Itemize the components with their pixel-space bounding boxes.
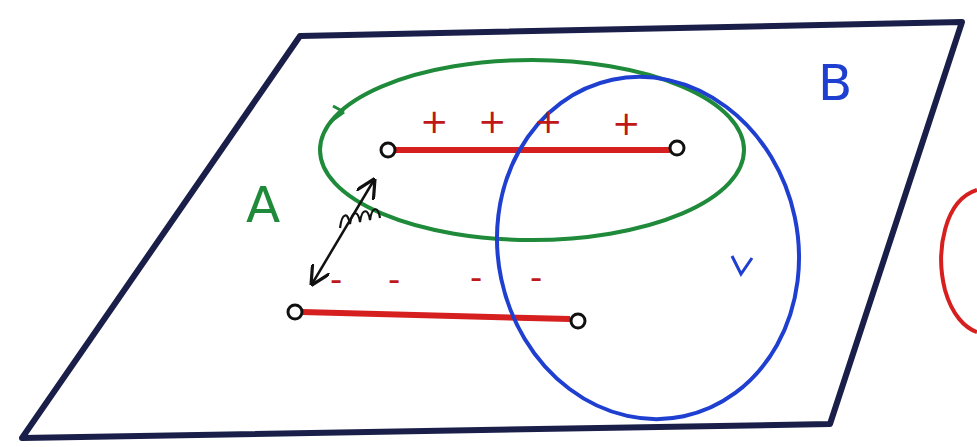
charge-sign: - xyxy=(330,262,342,296)
loop-a xyxy=(320,60,744,240)
positive-wire xyxy=(394,147,670,153)
partial-loop xyxy=(941,190,977,332)
charge-sign: + xyxy=(612,106,641,140)
negative-wire xyxy=(302,312,570,319)
charge-sign: - xyxy=(470,260,482,294)
loop-a-arrow xyxy=(330,106,344,122)
charge-sign: + xyxy=(478,104,507,138)
charge-sign: + xyxy=(534,104,563,138)
wire-end xyxy=(288,305,302,319)
loop-b xyxy=(466,49,831,447)
loop-label: B xyxy=(818,58,852,108)
charge-sign: - xyxy=(388,262,400,296)
charge-sign: + xyxy=(420,104,449,138)
loop-label: A xyxy=(246,180,280,230)
spring-symbol xyxy=(340,209,380,228)
charge-sign: - xyxy=(530,260,542,294)
wire-end xyxy=(670,141,684,155)
separation-arrow xyxy=(312,180,374,284)
wire-end xyxy=(571,314,585,328)
loop-b-arrow xyxy=(732,256,752,274)
wire-end xyxy=(381,143,395,157)
plane xyxy=(22,22,962,438)
